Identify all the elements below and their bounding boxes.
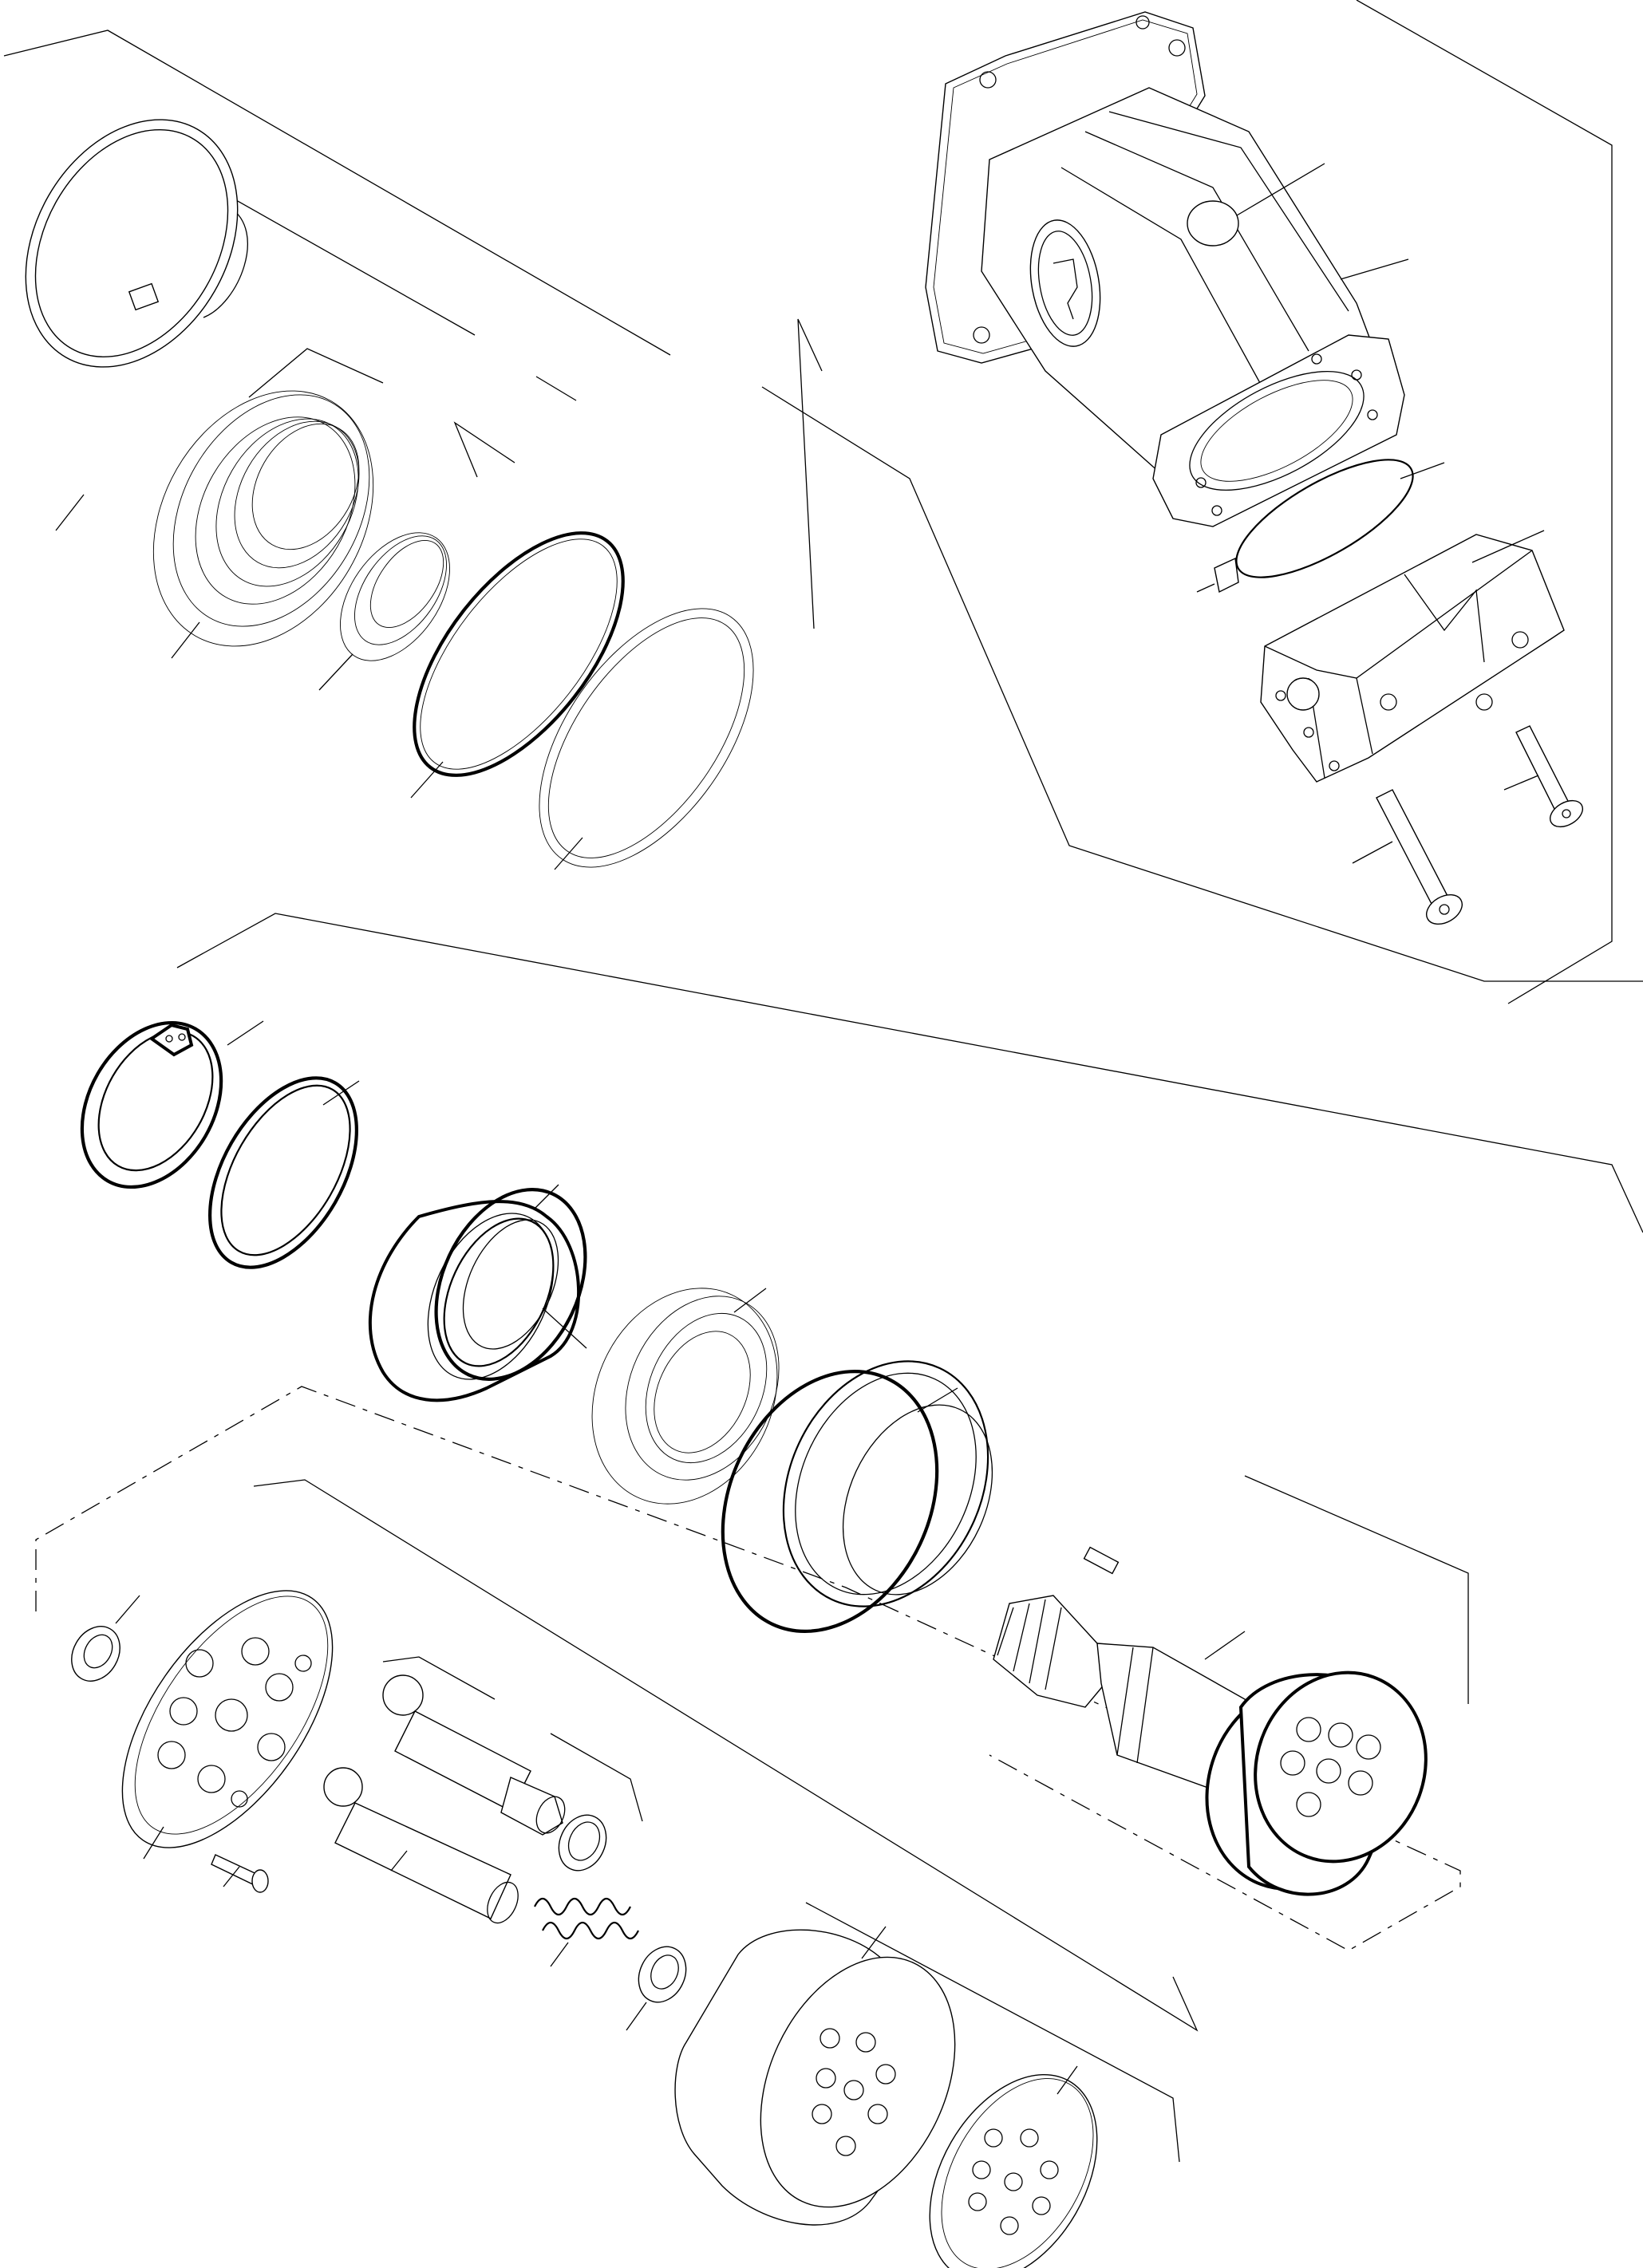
thrust-washer-small [71, 1595, 140, 1682]
cylinder-group [71, 1590, 1098, 2268]
valve-plate [929, 2065, 1098, 2268]
retainer-plate [121, 1590, 334, 1860]
end-cover [1260, 530, 1565, 783]
drive-shaft [993, 1595, 1428, 1896]
bearing-cup [721, 1360, 993, 1633]
piston-spring [534, 1897, 639, 1967]
group-bracket-lines [3, 0, 1643, 2163]
seal-housing [152, 390, 374, 659]
bearing-outer-race [368, 1184, 587, 1402]
cap-screw-1 [1352, 789, 1463, 925]
motor-housing-group [925, 11, 1583, 925]
roller-bearing [591, 1288, 780, 1505]
snap-ring-with-lug [80, 1020, 264, 1189]
thrust-washer-lower [626, 1946, 687, 2031]
shaft-key [1083, 1546, 1120, 1575]
housing-o-ring [1235, 459, 1445, 578]
set-screw [211, 1854, 269, 1893]
dowel-pin [1196, 557, 1239, 594]
housing-end-flange [1152, 334, 1405, 527]
shim-ring [208, 1076, 360, 1269]
backup-ring [539, 608, 754, 870]
oil-seal-small [318, 532, 450, 691]
upper-left-seal-group [25, 119, 754, 870]
spring-cup [558, 1814, 607, 1872]
cylinder-block [674, 1926, 956, 2226]
o-ring-large [410, 531, 625, 799]
piston-lower [323, 1767, 519, 1924]
cap-screw-2 [1503, 725, 1583, 828]
retaining-ring-outer [25, 119, 239, 531]
piston-upper [382, 1674, 566, 1836]
bearing-group [80, 1020, 1428, 1896]
